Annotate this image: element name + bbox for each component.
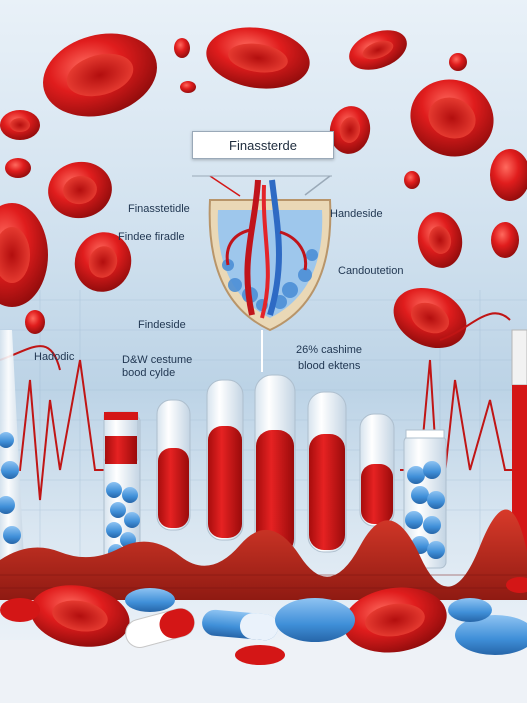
title-label: Finassterde: [192, 131, 334, 159]
label-tube-right-2: blood ektens: [298, 360, 361, 372]
bottom-pills: [0, 577, 527, 703]
tissue-band: [0, 509, 527, 600]
pill-tube-right: [403, 429, 447, 569]
heart-cross-section: [192, 175, 332, 372]
label-far-left: Hadodic: [34, 351, 75, 363]
blood-cells: [0, 27, 527, 349]
test-tubes: [103, 374, 395, 558]
side-tube-left: [0, 330, 24, 560]
label-lower-left: Findeside: [138, 319, 186, 331]
label-top-right: Handeside: [330, 208, 383, 220]
label-mid-left: Findee firadle: [118, 231, 185, 243]
label-mid-right: Candoutetion: [338, 265, 404, 277]
label-tube-right-1: 26% cashime: [296, 344, 363, 356]
label-tube-left-2: bood cylde: [122, 367, 176, 379]
label-top-left: Finasstetidle: [128, 203, 190, 215]
label-tube-left-1: D&W cestume: [122, 354, 193, 366]
